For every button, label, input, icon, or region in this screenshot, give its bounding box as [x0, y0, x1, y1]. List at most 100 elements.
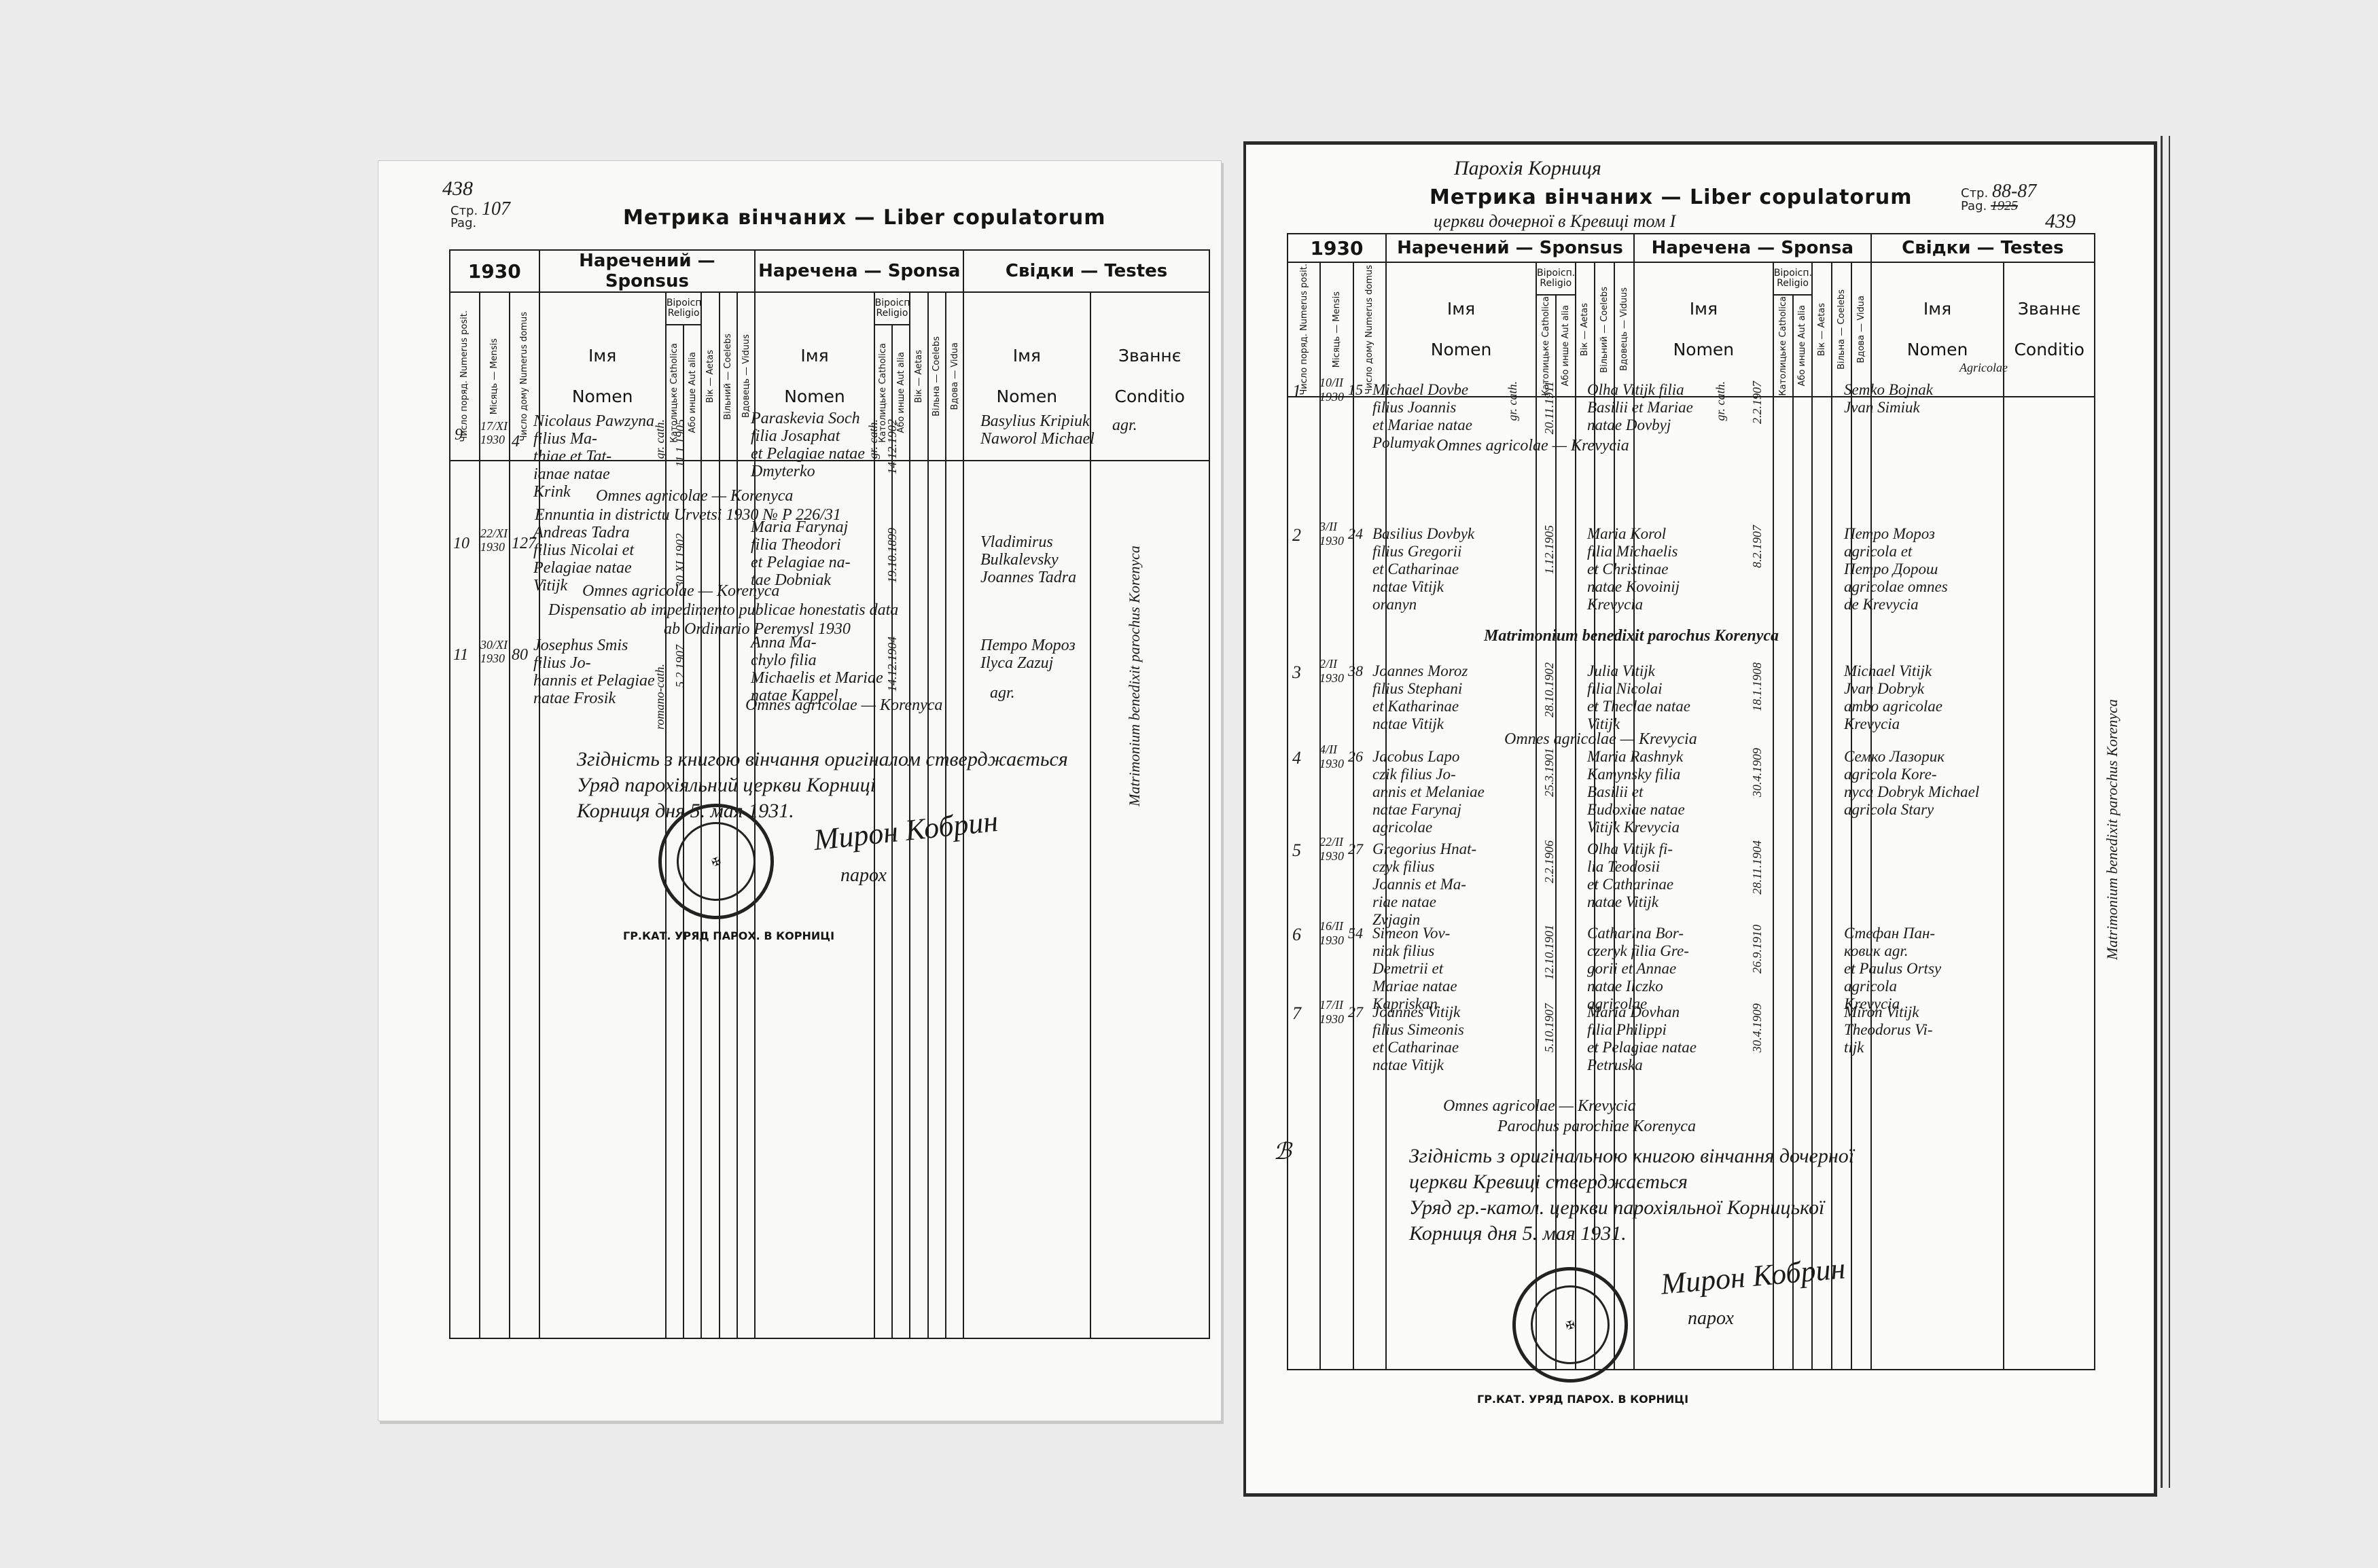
entry-no: 1: [1292, 381, 1301, 401]
groom-name: Nicolaus Pawzyna filius Ma- thiae et Tat…: [533, 412, 654, 501]
entry-house: 80: [512, 646, 528, 664]
coelebs-col-header: Вільний — Coelebs: [1594, 262, 1616, 397]
entry-no: 5: [1292, 840, 1301, 860]
testes-condition: Agricolae: [1959, 361, 2008, 374]
testes-names: Miron Vitijk Theodorus Vi- tijk: [1844, 1003, 1933, 1056]
entry-insert: Parochus parochiae Korenyca: [1497, 1118, 1696, 1135]
bride-age: 30.4.1909: [1750, 1003, 1764, 1052]
entry-house: 4: [512, 433, 520, 450]
entry-insert: ab Ordinario Peremysl 1930: [664, 620, 851, 638]
viduus-col-header: Вдовець — Viduus: [1614, 262, 1635, 397]
entry-insert: Matrimonium benedixit parochus Korenyca: [1484, 627, 1779, 645]
entry-insert: Dispensatio ab impedimento publicae hone…: [548, 601, 899, 619]
testes-names: Петро Мороз agricola et Петро Дорош agri…: [1844, 525, 1948, 613]
groom-age: 30.XI.1902: [673, 533, 687, 588]
alia-col-header-f: Або инше Aut alia: [891, 324, 911, 461]
groom-name: Joannes Vitijk filius Simeonis et Cathar…: [1372, 1003, 1464, 1073]
entry-date: 10/II 1930: [1319, 376, 1344, 404]
coelebs-col-header-f: Вільна — Coelebs: [1831, 262, 1852, 397]
entry-date: 17/II 1930: [1319, 998, 1344, 1026]
bride-name: Maria Rashnyk Kamynsky filia Basilii et …: [1587, 748, 1685, 836]
groom-age: 25.3.1901: [1542, 748, 1556, 797]
entry-date: 22/XI 1930: [480, 527, 508, 554]
bride-age: 28.11.1904: [1750, 840, 1764, 895]
bride-name: Maria Farynaj filia Theodori et Pelagiae…: [751, 518, 851, 589]
entry-date: 4/II 1930: [1319, 743, 1344, 770]
groom-religion: gr. cath.: [653, 419, 667, 459]
entry-no: 9: [455, 426, 463, 444]
margin-note: Matrimonium benedixit parochus Korenyca: [1126, 546, 1143, 806]
groom-name: Gregorius Hnat- czyk filius Joannis et M…: [1372, 840, 1477, 928]
testes-names: Basylius Kripiuk Naworol Michael: [980, 412, 1095, 448]
bride-age: 19.10.1899: [885, 528, 899, 583]
sponsus-header: Наречений — Sponsus: [538, 249, 756, 293]
aetas-col-header-f: Вік — Aetas: [1811, 262, 1833, 397]
groom-age: 11.1.1905: [673, 419, 687, 467]
coelebs-col-header-f: Вільна — Coelebs: [927, 291, 946, 461]
vidua-col-header: Вдова — Vidua: [944, 291, 965, 461]
bride-name: Maria Dovhan filia Philippi et Pelagiae …: [1587, 1003, 1697, 1073]
testes-condition: agr.: [990, 684, 1015, 702]
testes-names: Michael Vitijk Jvan Dobryk ambo agricola…: [1844, 662, 1943, 732]
groom-age: 2.2.1906: [1542, 840, 1556, 883]
parish-header: Парохія Корниця: [1454, 157, 1601, 179]
entry-no: 6: [1292, 925, 1301, 944]
sponsus-header: Наречений — Sponsus: [1385, 233, 1635, 263]
signature-title: парох: [840, 865, 887, 886]
groom-age: 20.11.1911: [1542, 381, 1556, 435]
entry-date: 30/XI 1930: [480, 638, 508, 665]
entry-no: 11: [453, 646, 469, 664]
pag-label-la: Pag.: [1961, 199, 1987, 213]
entry-date: 3/II 1930: [1319, 520, 1344, 548]
aetas-col-header-f: Вік — Aetas: [909, 291, 929, 461]
sponsa-header: Наречена — Sponsa: [754, 249, 965, 293]
entry-house: 27: [1348, 1003, 1363, 1020]
pag-value: 88-87: [1991, 181, 2037, 202]
testes-names: Петро Мороз Ilyca Zazuj: [980, 637, 1076, 672]
bride-name: Maria Korol filia Michaelis et Christina…: [1587, 525, 1680, 613]
signature-title: парох: [1688, 1308, 1734, 1329]
testes-header: Свідки — Testes: [963, 249, 1210, 293]
register-page-right: Парохія Корниця Метрика вінчаних — Liber…: [1243, 141, 2157, 1497]
page-title: Метрика вінчаних — Liber copulatorum: [1430, 185, 1913, 209]
entry-insert: Omnes agricolae — Korenyca: [582, 582, 780, 600]
page-number: 438: [442, 177, 473, 200]
catholica-col-header-f: Католицьке Catholica: [873, 324, 893, 461]
entry-date: 16/II 1930: [1319, 919, 1344, 947]
entry-house: 127: [512, 535, 536, 552]
entry-no: 3: [1292, 662, 1301, 682]
entry-no: 2: [1292, 525, 1301, 545]
entry-house: 38: [1348, 662, 1363, 679]
bride-name: Paraskevia Soch filia Josaphat et Pelagi…: [751, 410, 865, 480]
entry-no: 10: [453, 535, 469, 552]
stamp-center: ✠: [1522, 1277, 1618, 1373]
testes-names: Семко Лазорик agricola Kore- nyca Dobryk…: [1844, 748, 1980, 818]
alia-col-header: Або инше Aut alia: [1555, 294, 1576, 397]
groom-age: 1.12.1905: [1542, 525, 1556, 574]
bride-religion: gr. cath.: [866, 419, 880, 459]
entry-house: 26: [1348, 748, 1363, 765]
register-table: 1930 Наречений — Sponsus Наречена — Spon…: [449, 249, 1210, 1339]
page-edge: [2162, 136, 2170, 1488]
bride-age: 8.2.1907: [1750, 525, 1764, 568]
groom-name: Jacobus Lapo czik filius Jo- annis et Me…: [1372, 748, 1485, 836]
vidua-col-header: Вдова — Vidua: [1850, 262, 1872, 397]
groom-age: 5.10.1907: [1542, 1003, 1556, 1052]
bride-name: Catharina Bor- czeryk filia Gre- gorii e…: [1587, 925, 1689, 1012]
religio-header: Віроісп. Religio: [664, 291, 703, 325]
entry-house: 27: [1348, 840, 1363, 857]
register-page-left: 438 Стр. 107 Pag. Метрика вінчаних — Lib…: [378, 160, 1222, 1421]
bride-age: 26.9.1910: [1750, 925, 1764, 974]
domus-col-header: Число дому Numerus domus: [1352, 262, 1387, 397]
entry-insert: Ennuntia in districtu Urvetsi 1930 № P 2…: [535, 506, 841, 524]
testes-header: Свідки — Testes: [1870, 233, 2096, 263]
bride-name: Olha Vitijk fi- lia Teodosii et Catharin…: [1587, 840, 1674, 910]
page-title: Метрика вінчаних — Liber copulatorum: [623, 206, 1106, 230]
bride-age: 2.2.1907: [1750, 381, 1764, 424]
